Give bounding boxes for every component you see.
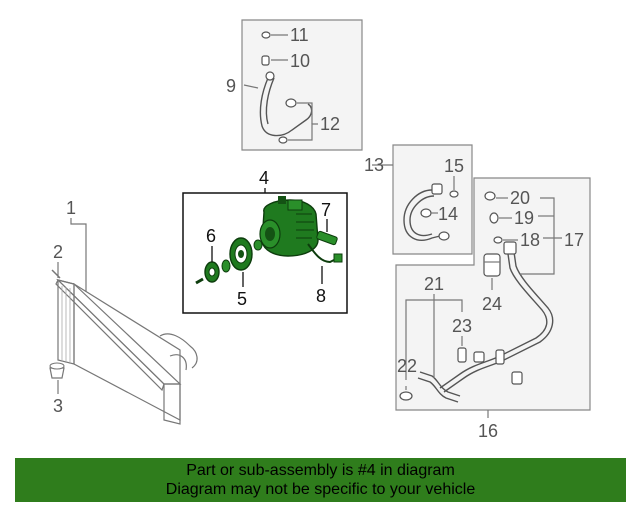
callout-15: 15	[444, 156, 464, 176]
suction-tube-21[interactable]	[417, 349, 523, 403]
mount-bushing-3[interactable]	[49, 362, 65, 379]
valve-10[interactable]	[261, 55, 270, 66]
o-ring-12[interactable]	[278, 98, 297, 144]
callout-5: 5	[237, 289, 247, 309]
callout-16: 16	[478, 421, 498, 441]
callout-22: 22	[397, 356, 417, 376]
callout-10: 10	[290, 51, 310, 71]
callout-12: 12	[320, 114, 340, 134]
discharge-hose-9[interactable]	[259, 71, 313, 137]
callout-6: 6	[206, 226, 216, 246]
callout-4: 4	[259, 168, 269, 188]
o-ring-15[interactable]	[449, 190, 459, 198]
o-ring-22[interactable]	[399, 391, 413, 401]
callout-20: 20	[510, 188, 530, 208]
callout-13: 13	[364, 155, 384, 175]
info-banner: Part or sub-assembly is #4 in diagram Di…	[15, 458, 626, 502]
control-valve-7[interactable]	[316, 230, 338, 246]
clutch-pulley-5[interactable]	[229, 237, 253, 271]
o-ring-18[interactable]	[493, 236, 503, 244]
receiver-drier-24[interactable]	[483, 253, 501, 277]
o-ring-20[interactable]	[484, 191, 496, 201]
liquid-tube-17[interactable]	[439, 241, 554, 393]
mount-2[interactable]	[51, 269, 61, 279]
callout-21: 21	[424, 274, 444, 294]
callout-18: 18	[520, 230, 540, 250]
callout-3: 3	[53, 396, 63, 416]
suction-hose-13[interactable]	[403, 183, 443, 241]
condenser-1[interactable]	[55, 278, 198, 425]
callout-24: 24	[482, 294, 502, 314]
callout-14: 14	[438, 204, 458, 224]
callout-11: 11	[290, 25, 309, 45]
callout-8: 8	[316, 286, 326, 306]
callout-17: 17	[564, 230, 584, 250]
parts-diagram: 11 10 9 12 4 6 5 7 8	[49, 19, 591, 441]
o-ring-11[interactable]	[261, 31, 271, 39]
o-ring-19[interactable]	[489, 212, 499, 224]
valve-23[interactable]	[457, 347, 467, 363]
banner-line-1: Part or sub-assembly is #4 in diagram	[186, 462, 455, 479]
hose-panel-right	[395, 177, 591, 411]
wiring-harness-8[interactable]	[307, 243, 343, 264]
hose-panel-mid	[392, 144, 473, 255]
hose-panel-top	[241, 19, 363, 151]
callout-9: 9	[226, 76, 236, 96]
clutch-hub-6[interactable]	[195, 239, 263, 285]
compressor-4[interactable]	[259, 196, 319, 257]
callout-7: 7	[321, 200, 331, 220]
banner-line-2: Diagram may not be specific to your vehi…	[165, 481, 476, 498]
callout-19: 19	[514, 208, 534, 228]
callout-1: 1	[66, 198, 76, 218]
callout-2: 2	[53, 242, 63, 262]
callout-23: 23	[452, 316, 472, 336]
